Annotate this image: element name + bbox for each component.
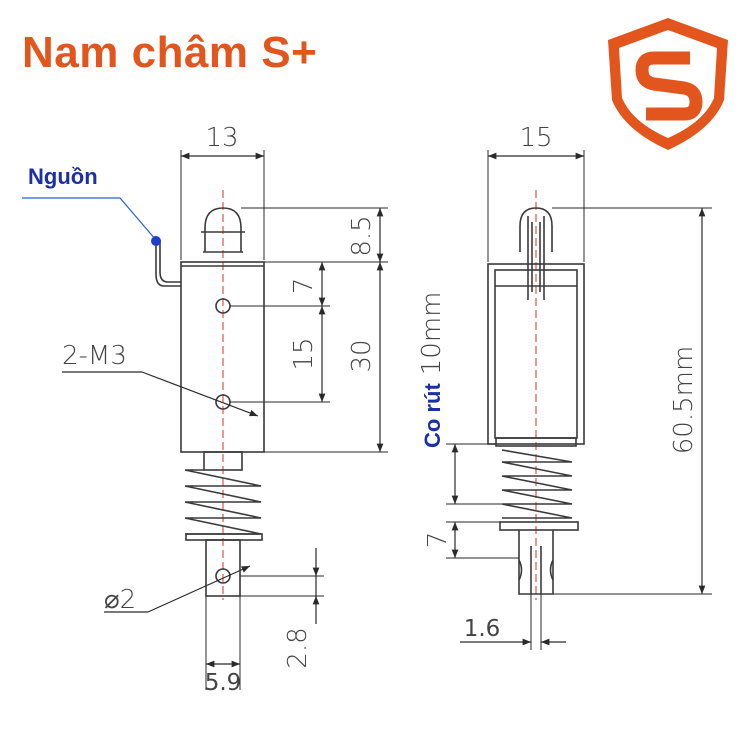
dim-plunger-width: 5.9 <box>205 670 242 696</box>
dim-plunger-travel: 7 <box>423 532 453 549</box>
brand-logo-icon <box>608 18 728 150</box>
dim-hole-spacing: 15 <box>289 337 319 370</box>
stroke-label: Co rút 10mm <box>417 291 447 448</box>
stroke-label-prefix: Co rút <box>420 383 445 448</box>
dim-total-length: 60.5mm <box>669 346 699 455</box>
power-point-icon <box>151 236 161 246</box>
dim-front-width: 13 <box>205 123 238 153</box>
dim-pin-hole: ⌀2 <box>104 585 136 615</box>
power-label: Nguồn <box>28 164 98 189</box>
dim-pin-hole-offset: 2.8 <box>283 627 313 668</box>
dim-plunger-slot: 1.6 <box>464 616 501 642</box>
dim-side-width: 15 <box>519 123 552 153</box>
dim-holes: 2-M3 <box>62 341 127 371</box>
dim-top-cap: 8.5 <box>347 215 377 256</box>
page-title: Nam châm S+ <box>22 28 318 77</box>
side-view: 15 60.5mm Co rút 10mm 7 1.6 <box>417 123 712 650</box>
dim-hole-offset: 7 <box>289 278 319 295</box>
stroke-label-value: 10mm <box>417 291 447 375</box>
front-view: 13 8.5 7 15 30 2-M3 ⌀2 2.8 <box>22 123 388 696</box>
dim-body-height: 30 <box>347 339 377 372</box>
